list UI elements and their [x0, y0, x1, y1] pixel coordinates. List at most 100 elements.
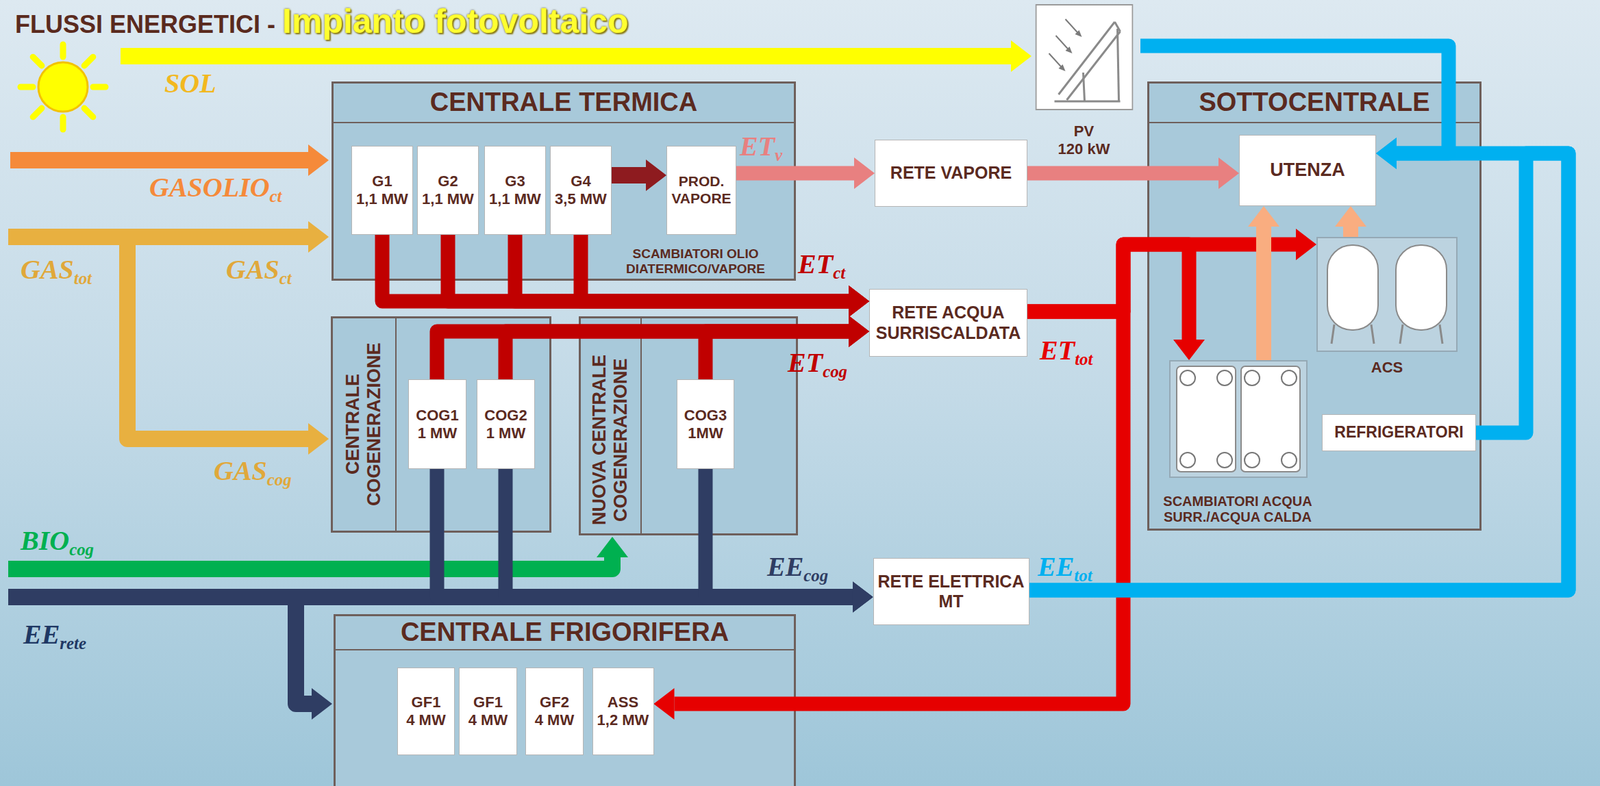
plant-panel: NUOVA CENTRALE COGENERAZIONE COG3 1MW — [578, 316, 798, 536]
source-label: EErete — [23, 619, 87, 650]
box-label: GF1 4 MW — [406, 693, 446, 730]
flow-connector — [1027, 244, 1296, 312]
sun-ray — [32, 108, 42, 118]
box-label: RETE ELETTRICA MT — [878, 571, 1025, 613]
unit-box: REFRIGERATORI — [1321, 414, 1477, 452]
flow-connector — [1029, 153, 1570, 591]
flow-connector — [505, 469, 853, 598]
panel-divider — [1147, 121, 1482, 124]
flow-connector — [1027, 166, 1219, 181]
equipment-label: PV 120 kW — [1058, 122, 1111, 159]
panel-title-holder: CENTRALE COGENERAZIONE — [330, 316, 396, 533]
energy-flow — [8, 228, 309, 246]
equipment-node: PV 120 kW — [1027, 4, 1141, 159]
flow-connector — [382, 234, 849, 302]
flow-label: ETct — [797, 249, 846, 280]
box-label: G2 1,1 MW — [421, 172, 474, 209]
equipment-node: ACS — [1316, 236, 1458, 378]
box-label: COG1 1 MW — [415, 406, 459, 443]
panel-title: SOTTOCENTRALE — [1147, 81, 1482, 123]
flow-label: EEcog — [767, 552, 829, 583]
sun-ray — [84, 56, 94, 66]
plant-panel: SOTTOCENTRALE UTENZA ACS SCAMBIATORI ACQUA … — [1147, 81, 1482, 531]
diagram-title: FLUSSI ENERGETICI - Impianto fotovoltaic… — [15, 1, 629, 42]
unit-box: RETE ELETTRICA MT — [873, 558, 1030, 626]
unit-box: RETE VAPORE — [874, 139, 1028, 207]
unit-box: ASS 1,2 MW — [592, 667, 655, 756]
flow-label: ETv — [739, 131, 783, 162]
unit-box: G4 3,5 MW — [550, 145, 612, 235]
box-label: RETE VAPORE — [890, 163, 1012, 184]
source-label: GAScog — [213, 456, 292, 487]
unit-box: COG3 1MW — [676, 379, 735, 470]
sun-ray — [20, 84, 33, 91]
box-label: G3 1,1 MW — [489, 172, 542, 209]
sun-ray — [32, 56, 42, 66]
sun-ray — [60, 44, 67, 57]
equipment-label: ACS — [1371, 358, 1403, 378]
sun-symbol — [20, 44, 106, 130]
unit-box: GF1 4 MW — [458, 667, 518, 756]
flow-connector — [736, 166, 855, 181]
tank-icon — [1316, 236, 1458, 353]
box-label: UTENZA — [1269, 159, 1346, 182]
box-label: COG3 1MW — [684, 406, 727, 443]
flow-connector — [674, 311, 1124, 705]
sun-ray — [84, 108, 94, 118]
unit-box: GF1 4 MW — [397, 667, 455, 756]
equipment-note: SCAMBIATORI OLIO DIATERMICO/VAPORE — [611, 246, 780, 277]
panel-title: CENTRALE FRIGORIFERA — [333, 614, 796, 650]
panel-divider — [333, 649, 796, 651]
unit-box: COG2 1 MW — [476, 379, 535, 470]
box-label: GF1 4 MW — [468, 693, 508, 730]
source-label: SOL — [164, 68, 217, 99]
energy-flow — [10, 152, 309, 169]
flow-connector — [515, 234, 849, 302]
flow-label: EEtot — [1037, 552, 1093, 583]
flow-connector — [1256, 226, 1272, 361]
unit-box: G1 1,1 MW — [351, 145, 414, 235]
flow-connector — [505, 331, 849, 380]
panel-title: CENTRALE TERMICA — [331, 81, 796, 123]
source-label: GAStot — [20, 254, 92, 285]
flow-connector — [580, 234, 849, 302]
flow-connector — [1343, 226, 1359, 237]
source-label: GASOLIOct — [149, 172, 283, 203]
source-label: GASct — [226, 254, 292, 285]
sun-ray — [93, 84, 106, 91]
flow-connector — [1029, 153, 1570, 591]
unit-box: G3 1,1 MW — [484, 145, 546, 235]
box-label: GF2 4 MW — [534, 693, 574, 730]
panel-divider — [640, 316, 642, 536]
unit-box: GF2 4 MW — [525, 667, 584, 756]
sun-ray — [60, 117, 67, 130]
energy-flow — [8, 557, 613, 570]
flow-connector — [436, 469, 853, 598]
energy-flow — [127, 236, 309, 440]
flow-connector — [436, 331, 849, 380]
box-label: ASS 1,2 MW — [597, 693, 650, 730]
equipment-label: SCAMBIATORI ACQUA SURR./ACQUA CALDA — [1156, 493, 1320, 527]
plant-panel: CENTRALE COGENERAZIONE COG1 1 MW COG2 1 MW — [330, 316, 552, 533]
panel-divider — [395, 316, 397, 533]
energy-flow — [295, 597, 312, 705]
flow-connector — [705, 469, 853, 598]
panel-title: NUOVA CENTRALE COGENERAZIONE — [589, 345, 631, 536]
plant-panel: CENTRALE FRIGORIFERA GF1 4 MW GF1 4 MW GF2 … — [333, 614, 796, 786]
unit-box: PROD. VAPORE — [666, 145, 737, 235]
box-label: G4 3,5 MW — [554, 172, 607, 209]
unit-box: G2 1,1 MW — [417, 145, 479, 235]
box-label: RETE ACQUA SURRISCALDATA — [876, 302, 1022, 344]
energy-flow — [120, 47, 1011, 65]
unit-box: UTENZA — [1239, 134, 1377, 207]
unit-box: RETE ACQUA SURRISCALDATA — [869, 289, 1028, 357]
panel-divider — [331, 121, 796, 124]
panel-title-holder: NUOVA CENTRALE COGENERAZIONE — [578, 345, 642, 536]
pv-icon — [1034, 4, 1133, 111]
flow-label: ETtot — [1039, 335, 1093, 366]
unit-box: COG1 1 MW — [408, 379, 467, 470]
flow-connector — [1027, 244, 1190, 340]
box-label: G1 1,1 MW — [356, 172, 409, 209]
